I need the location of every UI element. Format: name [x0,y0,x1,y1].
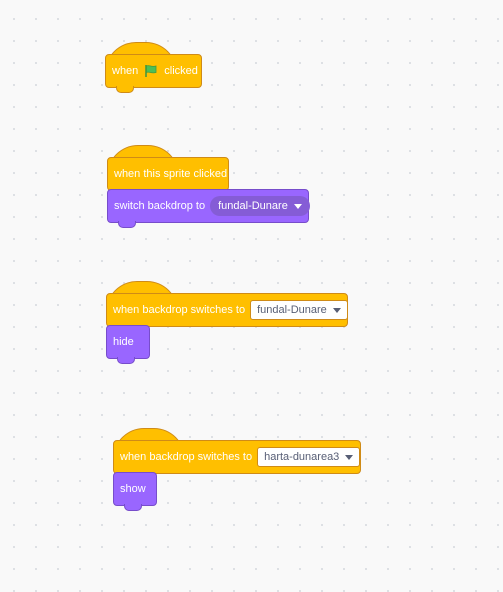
dropdown-value: fundal-Dunare [218,200,288,212]
block-notch [118,221,136,228]
hide-block[interactable]: hide [106,325,150,364]
when-backdrop-switches-block[interactable]: when backdrop switches to fundal-Dunare [106,293,348,327]
block-notch [117,357,135,364]
dropdown-caret-icon [332,307,341,313]
block-label: show [120,483,146,495]
dropdown-value: fundal-Dunare [257,304,327,316]
block-notch [116,86,134,93]
block-text-when: when [112,65,139,77]
dropdown-caret-icon [345,454,354,460]
dropdown-caret-icon [293,203,302,209]
block-label: hide [113,336,134,348]
dropdown-value: harta-dunarea3 [264,451,340,463]
block-notch [124,504,142,511]
block-label: when this sprite clicked [114,168,228,180]
switch-backdrop-block[interactable]: switch backdrop to fundal-Dunare [107,189,310,228]
block-label: when backdrop switches to [120,451,253,463]
show-block[interactable]: show [113,472,157,511]
when-flag-clicked-block[interactable]: when clicked [105,54,202,93]
block-text-clicked: clicked [164,65,198,77]
block-label: switch backdrop to [114,200,206,212]
green-flag-icon [144,64,158,78]
when-sprite-clicked-block[interactable]: when this sprite clicked [107,157,229,191]
backdrop-menu-dropdown[interactable]: fundal-Dunare [210,196,310,216]
block-label: when backdrop switches to [113,304,246,316]
backdrop-menu-dropdown[interactable]: fundal-Dunare [250,300,348,320]
backdrop-menu-dropdown[interactable]: harta-dunarea3 [257,447,361,467]
when-backdrop-switches-block[interactable]: when backdrop switches to harta-dunarea3 [113,440,361,474]
